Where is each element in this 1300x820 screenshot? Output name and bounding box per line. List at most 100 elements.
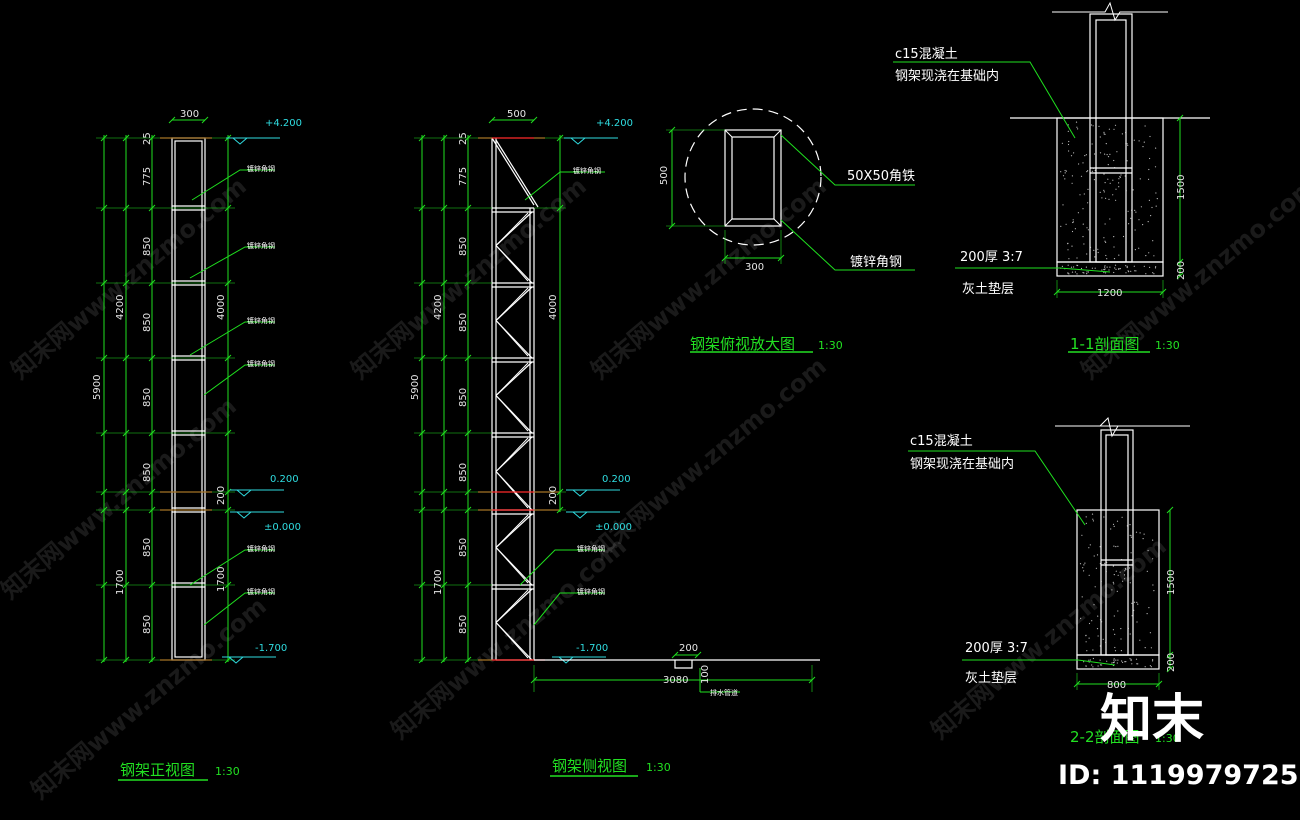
side-ext-dim: 3080 [663,675,688,686]
side-level-top-marker [569,137,587,145]
section1-cushion-fill [1152,272,1154,274]
side-cap-dim: 25 [458,132,469,145]
section1-concrete-fill [1072,219,1074,221]
section1-cushion-fill [1108,269,1110,271]
dim-tick [100,488,108,496]
section2-concrete-label: c15混凝土 [910,433,973,449]
side-diagonal [496,548,529,584]
section1-concrete-fill [1087,202,1089,204]
section2-concrete-fill [1124,578,1126,580]
section1-concrete-fill [1084,155,1086,157]
section1-concrete-fill [1142,146,1144,148]
dim-tick [418,134,426,142]
section2-cushion-fill [1130,659,1132,662]
dim-tick [464,656,472,664]
section1-concrete-fill [1135,211,1137,213]
section1-concrete-fill [1071,182,1073,184]
front-view-scale: 1:30 [215,765,240,778]
section2-cushion-fill [1130,658,1132,661]
section1-concrete-fill [1103,131,1105,133]
watermark-id: ID: 1119979725 [1058,760,1299,791]
section2-concrete-fill [1152,558,1154,560]
section2-footing-dim: 800 [1107,680,1126,691]
side-diagonal [496,472,529,509]
dim-tick [1166,651,1174,659]
section2-concrete-fill [1146,613,1148,615]
section2-concrete-fill [1081,534,1083,536]
section2-concrete-fill [1084,562,1086,564]
section2-concrete-fill [1120,628,1122,630]
section1-concrete-fill [1068,140,1070,143]
section1-cushion-fill [1126,266,1128,269]
section1-cushion-fill [1130,270,1132,272]
section1-cushion-fill [1115,268,1117,270]
section2-concrete-fill [1130,536,1132,538]
dim-tick [418,488,426,496]
section2-concrete-fill [1147,549,1149,552]
section1-concrete-fill [1083,193,1085,195]
section2-concrete-fill [1117,545,1119,548]
section2-concrete-fill [1117,610,1119,612]
section2-concrete-fill [1097,615,1099,617]
dim-tick [556,134,564,142]
section2-concrete-fill [1150,647,1152,649]
front-leader [189,246,275,279]
dim-tick [201,116,209,124]
dim-tick [530,116,538,124]
section2-cushion-fill [1089,659,1091,661]
front-level-ground: ±0.000 [264,522,301,533]
dim-tick [418,506,426,514]
section1-concrete-fill [1103,189,1105,191]
section2-concrete-fill [1129,582,1131,584]
section1-embed-label: 钢架现浇在基础内 [895,68,999,84]
section1-cushion-fill [1101,269,1103,271]
section2-cushion-leader [962,659,1116,666]
section2-concrete-fill [1142,538,1144,540]
section1-cushion-leader [955,267,1111,273]
side-diagonal [496,396,529,432]
side-seg-dim: 850 [458,538,469,557]
section1-cushion-fill [1080,267,1083,270]
section2-cushion-fill [1152,660,1154,662]
section2-cushion-fill [1129,658,1131,660]
section2-cushion-fill [1092,666,1094,668]
section1-concrete-fill [1132,189,1134,191]
section1-cushion-fill [1104,268,1106,270]
side-level-mid-marker [571,489,589,497]
side-diagonal [496,287,529,320]
section2-concrete-fill [1129,524,1131,526]
section1-concrete-fill [1109,153,1111,155]
section1-concrete-fill [1093,249,1095,251]
section1-concrete-fill [1086,227,1088,229]
section2-cushion-fill [1152,659,1154,661]
section2-concrete-fill [1112,629,1114,631]
side-total-dim: 5900 [410,375,421,400]
section2-concrete-fill [1097,635,1099,637]
plan-frame-inner [731,136,775,220]
dim-tick [694,651,702,659]
front-level-top-marker [231,137,249,145]
side-level-mid: 0.200 [602,474,631,485]
section1-concrete-fill [1134,229,1136,231]
front-lower-inner-dim: 1700 [216,567,227,592]
front-callout-galv: 镀锌角钢 [247,359,275,368]
dim-tick [418,204,426,212]
plan-view-title: 钢架俯视放大图 [690,335,795,353]
section1-concrete-fill [1149,157,1151,160]
watermark-brand-logo: 知末 [1100,690,1205,750]
section1-concrete-fill [1105,254,1107,257]
section2-concrete-fill [1080,617,1082,620]
section2-concrete-fill [1085,522,1087,525]
section2-cushion-fill [1124,661,1126,663]
dim-tick [100,656,108,664]
dim-tick [100,354,108,362]
section1-concrete-fill [1101,197,1103,199]
section1-concrete-fill [1113,258,1116,260]
section2-concrete-fill [1117,574,1119,576]
section1-concrete-fill [1065,223,1067,225]
section2-concrete-fill [1149,632,1151,634]
section1-concrete-fill [1130,217,1132,219]
section2-concrete-fill [1144,647,1146,649]
front-seg-dim: 850 [142,237,153,256]
